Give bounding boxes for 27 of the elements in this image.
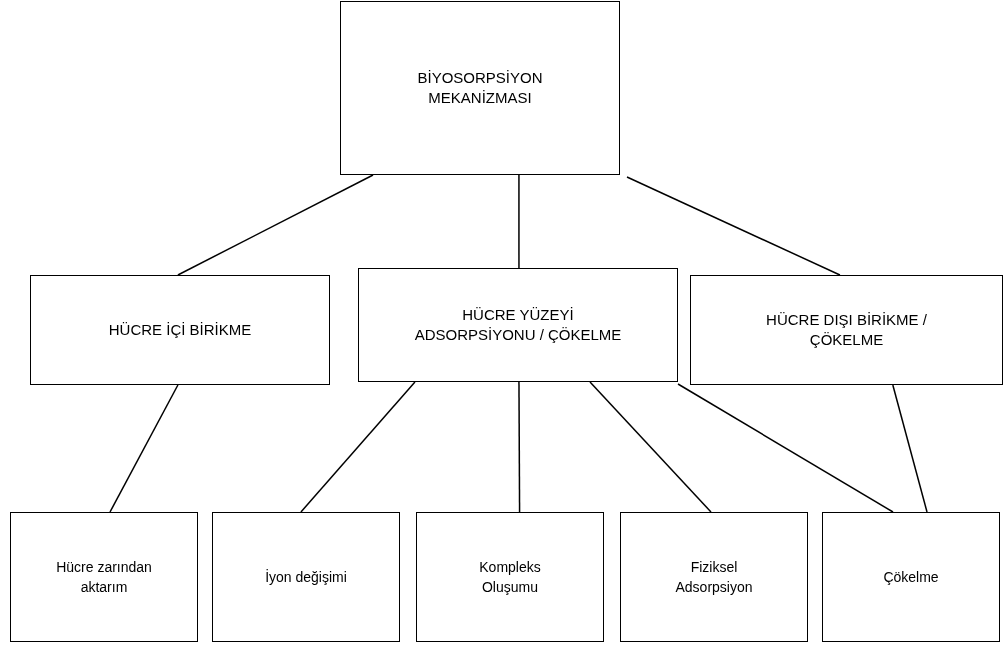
connector-line [109, 384, 179, 513]
mechanism-box [620, 512, 808, 642]
node-label: BİYOSORPSİYON MEKANİZMASI [416, 68, 544, 108]
category-box [358, 268, 678, 382]
node-label: HÜCRE İÇİ BİRİKME [108, 320, 252, 340]
connector-line [589, 381, 712, 513]
mechanism-box [212, 512, 400, 642]
node-label: Kompleks Oluşumu [478, 558, 542, 597]
root-box [340, 1, 620, 175]
connector-line [677, 383, 894, 513]
node-label: İyon değişimi [265, 568, 347, 587]
connector-line [518, 381, 521, 513]
node-label: HÜCRE YÜZEYİ ADSORPSİYONU / ÇÖKELME [413, 305, 623, 345]
connector-line [177, 174, 374, 276]
node-label: Çökelme [883, 568, 939, 587]
mechanism-box [416, 512, 604, 642]
category-box [30, 275, 330, 385]
node-label: Hücre zarından aktarım [55, 558, 153, 597]
connector-line [300, 381, 416, 513]
node-label: HÜCRE DIŞI BİRİKME / ÇÖKELME [765, 310, 928, 350]
connector-line [626, 176, 841, 276]
node-label: Fiziksel Adsorpsiyon [674, 558, 754, 597]
category-box [690, 275, 1003, 385]
connector-line [892, 384, 928, 513]
mechanism-box [822, 512, 1000, 642]
connector-line [518, 174, 520, 269]
mechanism-box [10, 512, 198, 642]
